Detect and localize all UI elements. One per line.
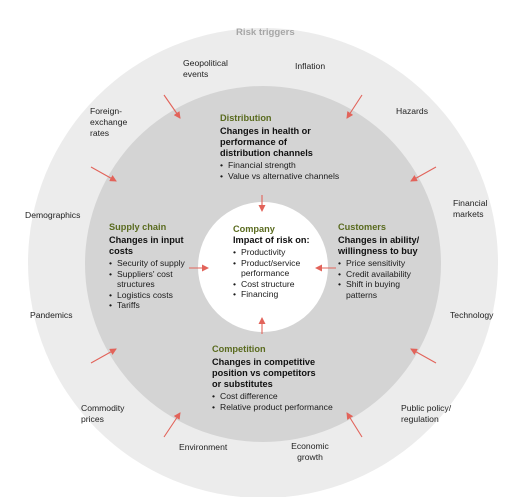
trigger-demographics: Demographics [25,210,81,220]
company-heading: Impact of risk on: [233,235,310,245]
arrow-financial-markets [410,166,437,182]
trigger-pandemics: Pandemics [30,310,73,320]
trigger-environment: Environment [179,442,228,452]
arrow-fx-rates [90,166,117,182]
ring-title: Risk triggers [236,27,295,38]
arrow-geopolitical [163,94,181,119]
arrow-hazards [346,94,363,119]
list-item: Relative product performance [212,402,352,413]
list-item: Tariffs [109,300,197,311]
competition-list: Cost difference Relative product perform… [212,391,352,412]
list-item: Logistics costs [109,290,197,301]
distribution-title: Distribution [220,113,272,123]
supply-chain-list: Security of supply Suppliers' cost struc… [109,258,197,311]
customers-heading: Changes in ability/willingness to buy [338,235,420,256]
arrow-environment [163,412,181,438]
list-item: Security of supply [109,258,197,269]
trigger-inflation: Inflation [295,61,326,71]
company-title: Company [233,224,275,234]
list-item: Cost difference [212,391,352,402]
list-item: Cost structure [233,279,317,290]
customers-title: Customers [338,222,386,232]
list-item: Financing [233,289,317,300]
list-item: Credit availability [338,269,434,280]
list-item: Suppliers' cost structures [109,269,197,290]
trigger-public-policy: Public policy/regulation [401,403,452,424]
list-item: Value vs alternative channels [220,171,350,182]
trigger-technology: Technology [450,310,494,320]
list-item: Financial strength [220,160,350,171]
customers-list: Price sensitivity Credit availability Sh… [338,258,434,300]
competition-title: Competition [212,344,266,354]
supply-chain-title: Supply chain [109,222,167,232]
arrow-public-policy [410,348,437,364]
list-item: Product/service performance [233,258,317,279]
section-customers: Customers Changes in ability/willingness… [338,221,434,300]
list-item: Price sensitivity [338,258,434,269]
list-item: Shift in buying patterns [338,279,416,300]
company-list: Productivity Product/service performance… [233,247,317,300]
arrow-commodity-prices [90,348,117,364]
list-item: Productivity [233,247,317,258]
arrow-economic-growth [346,412,363,438]
distribution-list: Financial strength Value vs alternative … [220,160,350,181]
section-company: Company Impact of risk on: Productivity … [233,223,317,300]
trigger-hazards: Hazards [396,106,428,116]
